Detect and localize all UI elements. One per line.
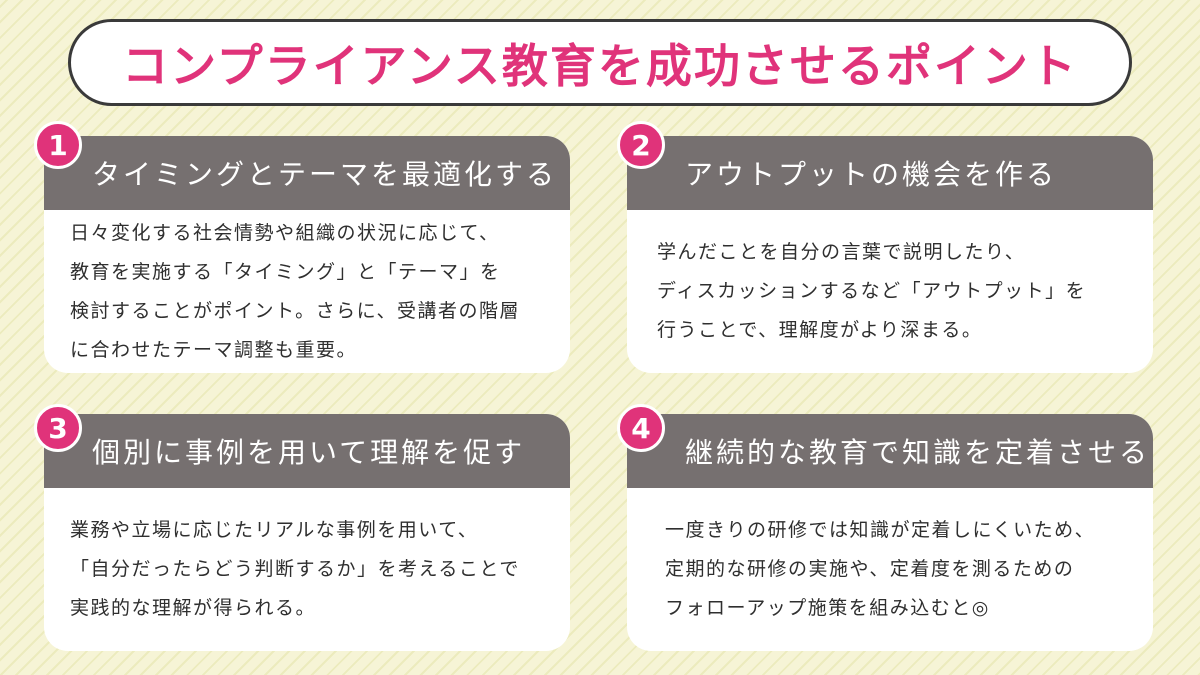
title-banner: コンプライアンス教育を成功させるポイント xyxy=(68,19,1132,106)
point-card-4-description: 一度きりの研修では知識が定着しにくいため、 定期的な研修の実施や、定着度を測るた… xyxy=(665,519,1096,619)
point-card-1-heading: タイミングとテーマを最適化する xyxy=(92,158,558,191)
point-card-2: アウトプットの機会を作る 学んだことを自分の言葉で説明したり、 ディスカッション… xyxy=(627,136,1153,373)
point-card-4-header: 継続的な教育で知識を定着させる xyxy=(627,414,1153,488)
point-card-2-heading: アウトプットの機会を作る xyxy=(685,158,1058,191)
point-card-2-body: 学んだことを自分の言葉で説明したり、 ディスカッションするなど「アウトプット」を… xyxy=(627,210,1153,373)
point-card-1-header: タイミングとテーマを最適化する xyxy=(44,136,570,210)
point-card-3-description: 業務や立場に応じたリアルな事例を用いて、 「自分だったらどう判断するか」を考える… xyxy=(70,519,520,619)
point-number-badge-1: 1 xyxy=(34,121,82,169)
point-card-3: 個別に事例を用いて理解を促す 業務や立場に応じたリアルな事例を用いて、 「自分だ… xyxy=(44,414,570,651)
point-card-4-body: 一度きりの研修では知識が定着しにくいため、 定期的な研修の実施や、定着度を測るた… xyxy=(627,488,1153,651)
page-title: コンプライアンス教育を成功させるポイント xyxy=(122,38,1078,93)
point-card-3-header: 個別に事例を用いて理解を促す xyxy=(44,414,570,488)
point-card-4: 継続的な教育で知識を定着させる 一度きりの研修では知識が定着しにくいため、 定期… xyxy=(627,414,1153,651)
point-number-badge-2: 2 xyxy=(617,121,665,169)
point-card-1: タイミングとテーマを最適化する 日々変化する社会情勢や組織の状況に応じて、 教育… xyxy=(44,136,570,373)
point-card-2-header: アウトプットの機会を作る xyxy=(627,136,1153,210)
point-number-badge-3: 3 xyxy=(34,404,82,452)
point-card-1-description: 日々変化する社会情勢や組織の状況に応じて、 教育を実施する「タイミング」と「テー… xyxy=(70,221,521,361)
point-card-4-heading: 継続的な教育で知識を定着させる xyxy=(685,436,1151,469)
point-number-badge-4: 4 xyxy=(617,404,665,452)
point-card-2-description: 学んだことを自分の言葉で説明したり、 ディスカッションするなど「アウトプット」を… xyxy=(657,241,1087,341)
point-card-3-heading: 個別に事例を用いて理解を促す xyxy=(92,436,526,469)
point-card-3-body: 業務や立場に応じたリアルな事例を用いて、 「自分だったらどう判断するか」を考える… xyxy=(44,488,570,651)
point-card-1-body: 日々変化する社会情勢や組織の状況に応じて、 教育を実施する「タイミング」と「テー… xyxy=(44,210,570,373)
